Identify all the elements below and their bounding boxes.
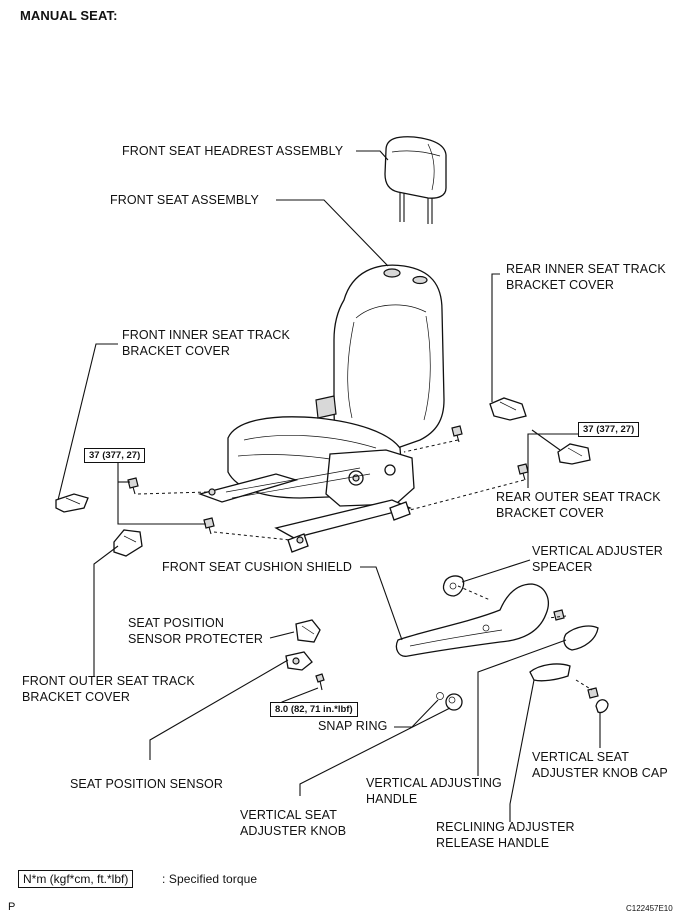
label-vertical-adjuster-spacer: VERTICAL ADJUSTER SPEACER [532,544,663,574]
label-front-outer-bracket-cover: FRONT OUTER SEAT TRACK BRACKET COVER [22,674,195,704]
legend-torque-units: N*m (kgf*cm, ft.*lbf) [18,870,134,888]
bracket-covers-drawing [55,397,591,557]
headrest-drawing [384,136,447,224]
torque-box-sensor: 8.0 (82, 71 in.*lbf) [270,702,358,717]
label-headrest-assembly: FRONT SEAT HEADREST ASSEMBLY [122,144,344,158]
label-reclining-handle: RECLINING ADJUSTER RELEASE HANDLE [436,820,575,850]
label-front-inner-bracket-cover: FRONT INNER SEAT TRACK BRACKET COVER [122,328,290,358]
diagram-title: MANUAL SEAT: [20,8,118,23]
label-seat-assembly: FRONT SEAT ASSEMBLY [110,193,259,207]
label-rear-inner-bracket-cover: REAR INNER SEAT TRACK BRACKET COVER [506,262,666,292]
torque-box-right: 37 (377, 27) [578,422,640,437]
label-adjuster-knob: VERTICAL SEAT ADJUSTER KNOB [240,808,347,838]
legend-description: : Specified torque [162,872,258,886]
label-snap-ring: SNAP RING [318,719,388,733]
figure-code: C122457E10 [626,904,673,913]
mounting-dashes [137,439,593,691]
label-adjusting-handle: VERTICAL ADJUSTING HANDLE [366,776,502,806]
label-position-sensor: SEAT POSITION SENSOR [70,777,223,791]
label-rear-outer-bracket-cover: REAR OUTER SEAT TRACK BRACKET COVER [496,490,661,520]
seat-assembly-drawing [197,264,445,553]
shield-and-handles-drawing [285,575,609,714]
bolts-drawing [127,425,565,691]
page-marker: P [8,901,16,913]
torque-box-left: 37 (377, 27) [84,448,146,463]
label-position-sensor-protector: SEAT POSITION SENSOR PROTECTER [128,616,263,646]
label-knob-cap: VERTICAL SEAT ADJUSTER KNOB CAP [532,750,668,780]
leader-lines [57,150,601,822]
label-cushion-shield: FRONT SEAT CUSHION SHIELD [162,560,353,574]
